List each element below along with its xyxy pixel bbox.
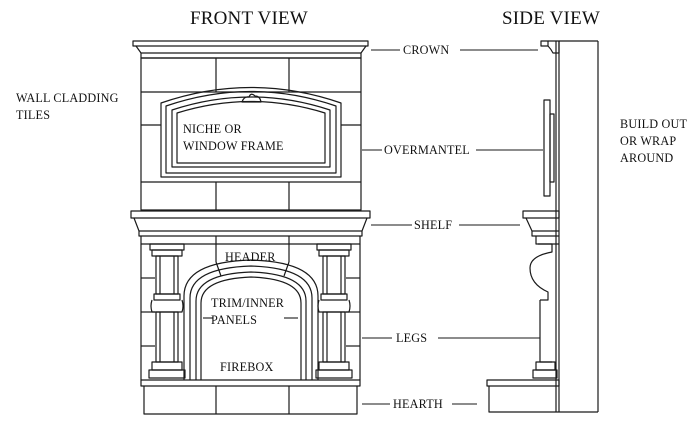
side-view-title: SIDE VIEW xyxy=(502,8,601,29)
hearth-label: HEARTH xyxy=(393,397,443,411)
niche-window-frame xyxy=(160,86,342,178)
build-out-line-1: BUILD OUT xyxy=(620,117,688,131)
front-view-title: FRONT VIEW xyxy=(190,8,308,29)
build-out-label: BUILD OUT OR WRAP AROUND xyxy=(620,116,687,167)
front-view-drawing xyxy=(130,40,371,415)
niche-label: NICHE OR WINDOW FRAME xyxy=(183,121,284,155)
crown-molding xyxy=(132,40,369,59)
legs-label: LEGS xyxy=(396,331,428,345)
wall-cladding-line-1: WALL CLADDING xyxy=(16,91,119,105)
header-label: HEADER xyxy=(225,250,276,264)
side-view-drawing xyxy=(486,40,599,413)
right-leg xyxy=(315,243,353,379)
leader-lines xyxy=(203,49,543,405)
firebox-opening xyxy=(183,259,319,380)
shelf-label: SHELF xyxy=(414,218,453,232)
build-out-line-3: AROUND xyxy=(620,151,674,165)
overmantel-panel xyxy=(140,57,362,211)
trim-line-1: TRIM/INNER xyxy=(211,296,285,310)
wall-cladding-line-2: TILES xyxy=(16,108,51,122)
overmantel-label: OVERMANTEL xyxy=(384,143,470,157)
crown-label: CROWN xyxy=(403,43,450,57)
niche-line-2: WINDOW FRAME xyxy=(183,139,284,153)
hearth-slab xyxy=(140,379,361,415)
shelf-molding xyxy=(130,210,371,245)
left-leg xyxy=(148,243,186,379)
niche-line-1: NICHE OR xyxy=(183,122,242,136)
trim-label: TRIM/INNER PANELS xyxy=(211,295,284,329)
build-out-line-2: OR WRAP xyxy=(620,134,677,148)
trim-line-2: PANELS xyxy=(211,313,258,327)
wall-cladding-label: WALL CLADDING TILES xyxy=(16,90,119,124)
firebox-label: FIREBOX xyxy=(220,360,274,374)
